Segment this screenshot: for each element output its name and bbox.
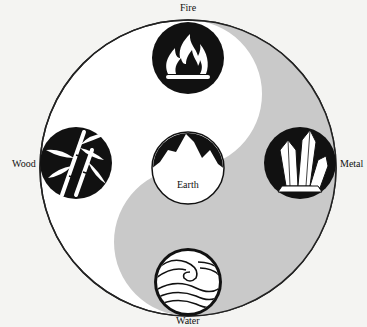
element-label: Fire: [180, 2, 196, 13]
element-label: Wood: [12, 158, 36, 169]
element-circle: Earth: [152, 132, 224, 204]
element-label: Water: [176, 315, 200, 326]
element-name: Earth: [177, 179, 199, 190]
element-label: Metal: [340, 158, 363, 169]
